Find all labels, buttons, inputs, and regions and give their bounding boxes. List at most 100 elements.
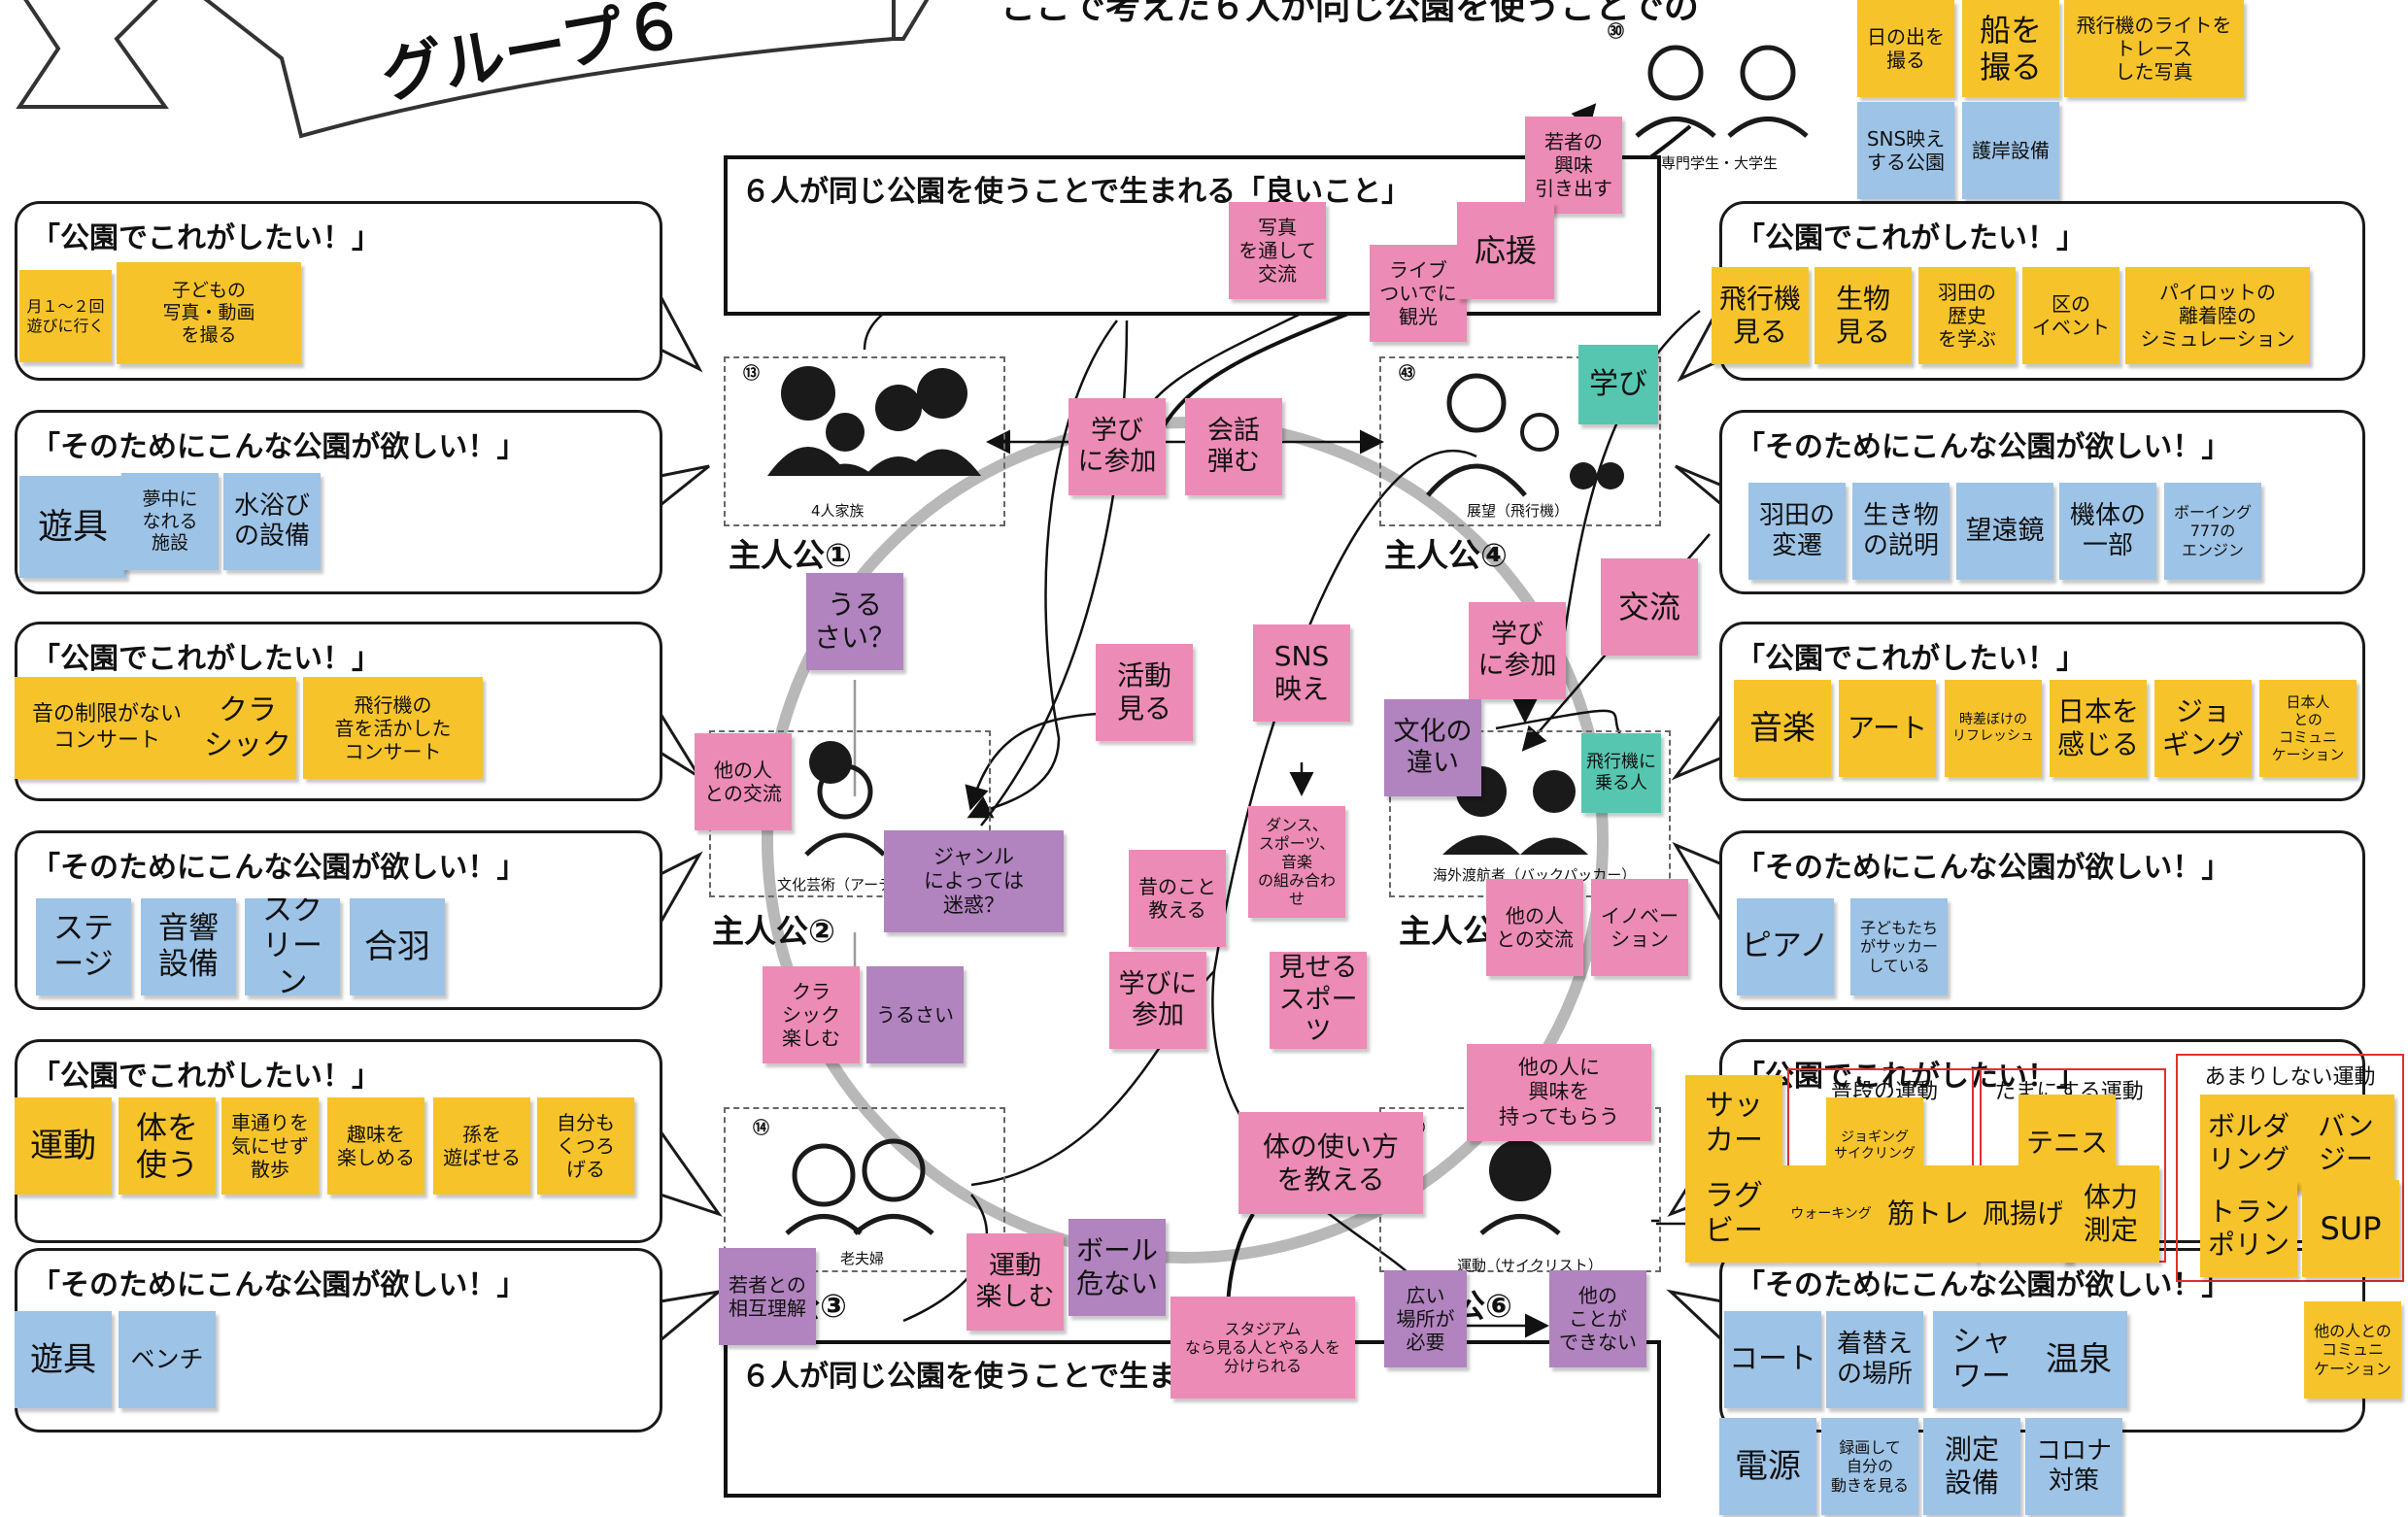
sticky-note: コート [1724,1311,1821,1408]
sticky-note: 学び [1578,345,1658,424]
bubble-title: 「そのためにこんな公園が欲しい！」 [31,1268,526,1302]
bubble-title: 「そのためにこんな公園が欲しい！」 [31,430,526,464]
sticky-note: 他の人 との交流 [695,733,792,830]
bubble-title: 「公園でこれがしたい！」 [31,642,381,676]
sticky-note: パイロットの 離着陸の シミュレーション [2125,267,2310,364]
sticky-note: 孫を 遊ばせる [433,1097,530,1195]
bubble-title: 「そのためにこんな公園が欲しい！」 [1736,1268,2231,1302]
sticky-note: 望遠鏡 [1956,483,2053,580]
sticky-note: 他の人に 興味を 持ってもらう [1467,1044,1651,1141]
sticky-note: 他の ことが できない [1549,1270,1646,1367]
sticky-note: ライブ ついでに 観光 [1370,245,1467,342]
sticky-note: ベンチ [119,1311,216,1408]
persona-caption: 老夫婦 [840,1250,885,1267]
sticky-note: 飛行機に 乗る人 [1581,733,1661,813]
bad-things-box: ６人が同じ公園を使うことで生まれる [724,1340,1661,1498]
bubble-title: 「公園でこれがしたい！」 [1736,221,2086,255]
group-label: あまりしない運動 [2204,1065,2376,1090]
group-label: グループ６ [376,0,692,113]
sticky-note: 日本人 との コミュニ ケーション [2259,680,2357,777]
sticky-note: 車通りを 気にせず 散歩 [221,1097,319,1195]
sticky-note: SUP [2302,1180,2399,1277]
sticky-note: ラグ ビー [1685,1165,1782,1263]
sticky-note: 録画して 自分の 動きを見る [1821,1418,1918,1515]
bubble-title: 「公園でこれがしたい！」 [31,221,381,255]
sticky-note: うる さい？ [806,573,903,670]
sticky-note: 飛行機のライトを トレース した写真 [2064,0,2244,97]
sticky-note: 温泉 [2030,1311,2127,1408]
sticky-note: 筋トレ [1880,1165,1977,1263]
sticky-note: バン ジー [2297,1095,2394,1192]
sticky-note: ウォーキング [1782,1165,1880,1263]
sticky-note: 昔のこと 教える [1129,850,1226,947]
persona-number: ㊸ [1399,364,1415,384]
persona-caption: 運動（サイクリスト） [1457,1257,1603,1274]
sticky-note: 生き物 の説明 [1852,483,1950,580]
sticky-note: 見せる スポーツ [1270,952,1367,1049]
sticky-note: ボルダ リング [2200,1095,2297,1192]
sticky-note: 学び に参加 [1068,398,1166,495]
sticky-note: 日本を 感じる [2050,680,2147,777]
sticky-note: 羽田の 変遷 [1748,483,1846,580]
sticky-note: クラ シック 楽しむ [763,966,860,1063]
sticky-note: アート [1839,680,1936,777]
top-title: ここで考えた６人が同じ公園を使うことでの [1001,0,1699,27]
sticky-note: 体力 測定 [2062,1165,2159,1263]
bad-things-title: ６人が同じ公園を使うことで生まれる [741,1360,1237,1394]
sticky-note: 合羽 [350,898,445,995]
sticky-note: 文化の 違い [1384,699,1481,796]
hero-label-2: 主人公② [712,912,835,950]
sticky-note: コロナ 対策 [2025,1418,2122,1515]
bubble-title: 「公園でこれがしたい！」 [31,1060,381,1094]
sticky-note: 遊具 [15,1311,112,1408]
sticky-note: シャ ワー [1933,1311,2030,1408]
sticky-note: 若者の 興味 引き出す [1525,117,1622,214]
sticky-note: 運動 楽しむ [967,1233,1064,1331]
sticky-note: 着替え の場所 [1826,1311,1923,1408]
sticky-note: 音楽 [1734,680,1831,777]
persona-caption: 4人家族 [811,502,865,520]
sticky-note: 生物 見る [1814,267,1912,364]
sticky-note: 写真 を通して 交流 [1229,202,1326,299]
bubble-title: 「そのためにこんな公園が欲しい！」 [1736,430,2231,464]
sticky-note: ボーイング 777の エンジン [2164,483,2261,580]
left-bubble-6: 「そのためにこんな公園が欲しい！」 [15,1248,662,1433]
sticky-note: 音の制限がない コンサート [15,677,199,779]
sticky-note: 他の人との コミュニ ケーション [2304,1301,2401,1399]
sticky-note: 会話 弾む [1185,398,1282,495]
sticky-note: 凧揚げ [1975,1165,2072,1263]
sticky-note: 運動 [15,1097,112,1195]
sticky-note: サッ カー [1685,1075,1782,1172]
sticky-note: SNS映え する公園 [1857,102,1954,199]
sticky-note: ボール 危ない [1068,1219,1166,1316]
sticky-note: 電源 [1719,1418,1816,1515]
persona-caption: 専門学生・大学生 [1661,154,1779,172]
sticky-note: 自分も くつろ げる [537,1097,634,1195]
left-bubble-1: 「公園でこれがしたい！」 [15,201,662,381]
sticky-note: うるさい [866,966,964,1063]
good-things-box: ６人が同じ公園を使うことで生まれる「良いこと」 [724,155,1661,316]
sticky-note: 羽田の 歴史 を学ぶ [1918,267,2016,364]
sticky-note: 子どもたち がサッカー している [1850,898,1948,995]
group-frame-rare: あまりしない運動 [2176,1054,2404,1282]
sticky-note: 区の イベント [2022,267,2120,364]
persona-number: ⑭ [753,1119,769,1138]
sticky-note: 広い 場所が 必要 [1384,1270,1467,1367]
sticky-note: スク リーン [245,898,340,995]
sticky-note: SNS 映え [1253,624,1350,722]
sticky-note: 体の使い方 を教える [1238,1112,1423,1214]
persona-caption: 海外渡航者（バックパッカー） [1433,866,1637,884]
sticky-note: 遊具 [19,476,126,578]
sticky-note: 体を 使う [119,1097,216,1195]
persona-caption: 展望（飛行機） [1467,502,1570,520]
hero-label-4: 主人公④ [1384,536,1508,574]
sticky-note: トラン ポリン [2200,1180,2297,1277]
sticky-note: 他の人 との交流 [1486,879,1583,976]
sticky-note: 学び に参加 [1469,602,1566,699]
sticky-note: 活動 見る [1096,644,1193,741]
sticky-note: ピアノ [1737,898,1834,995]
sticky-note: 飛行機の 音を活かした コンサート [303,677,483,779]
bubble-title: 「公園でこれがしたい！」 [1736,642,2086,676]
persona-frame-4 [1379,356,1661,526]
sticky-note: 護岸設備 [1962,102,2059,199]
